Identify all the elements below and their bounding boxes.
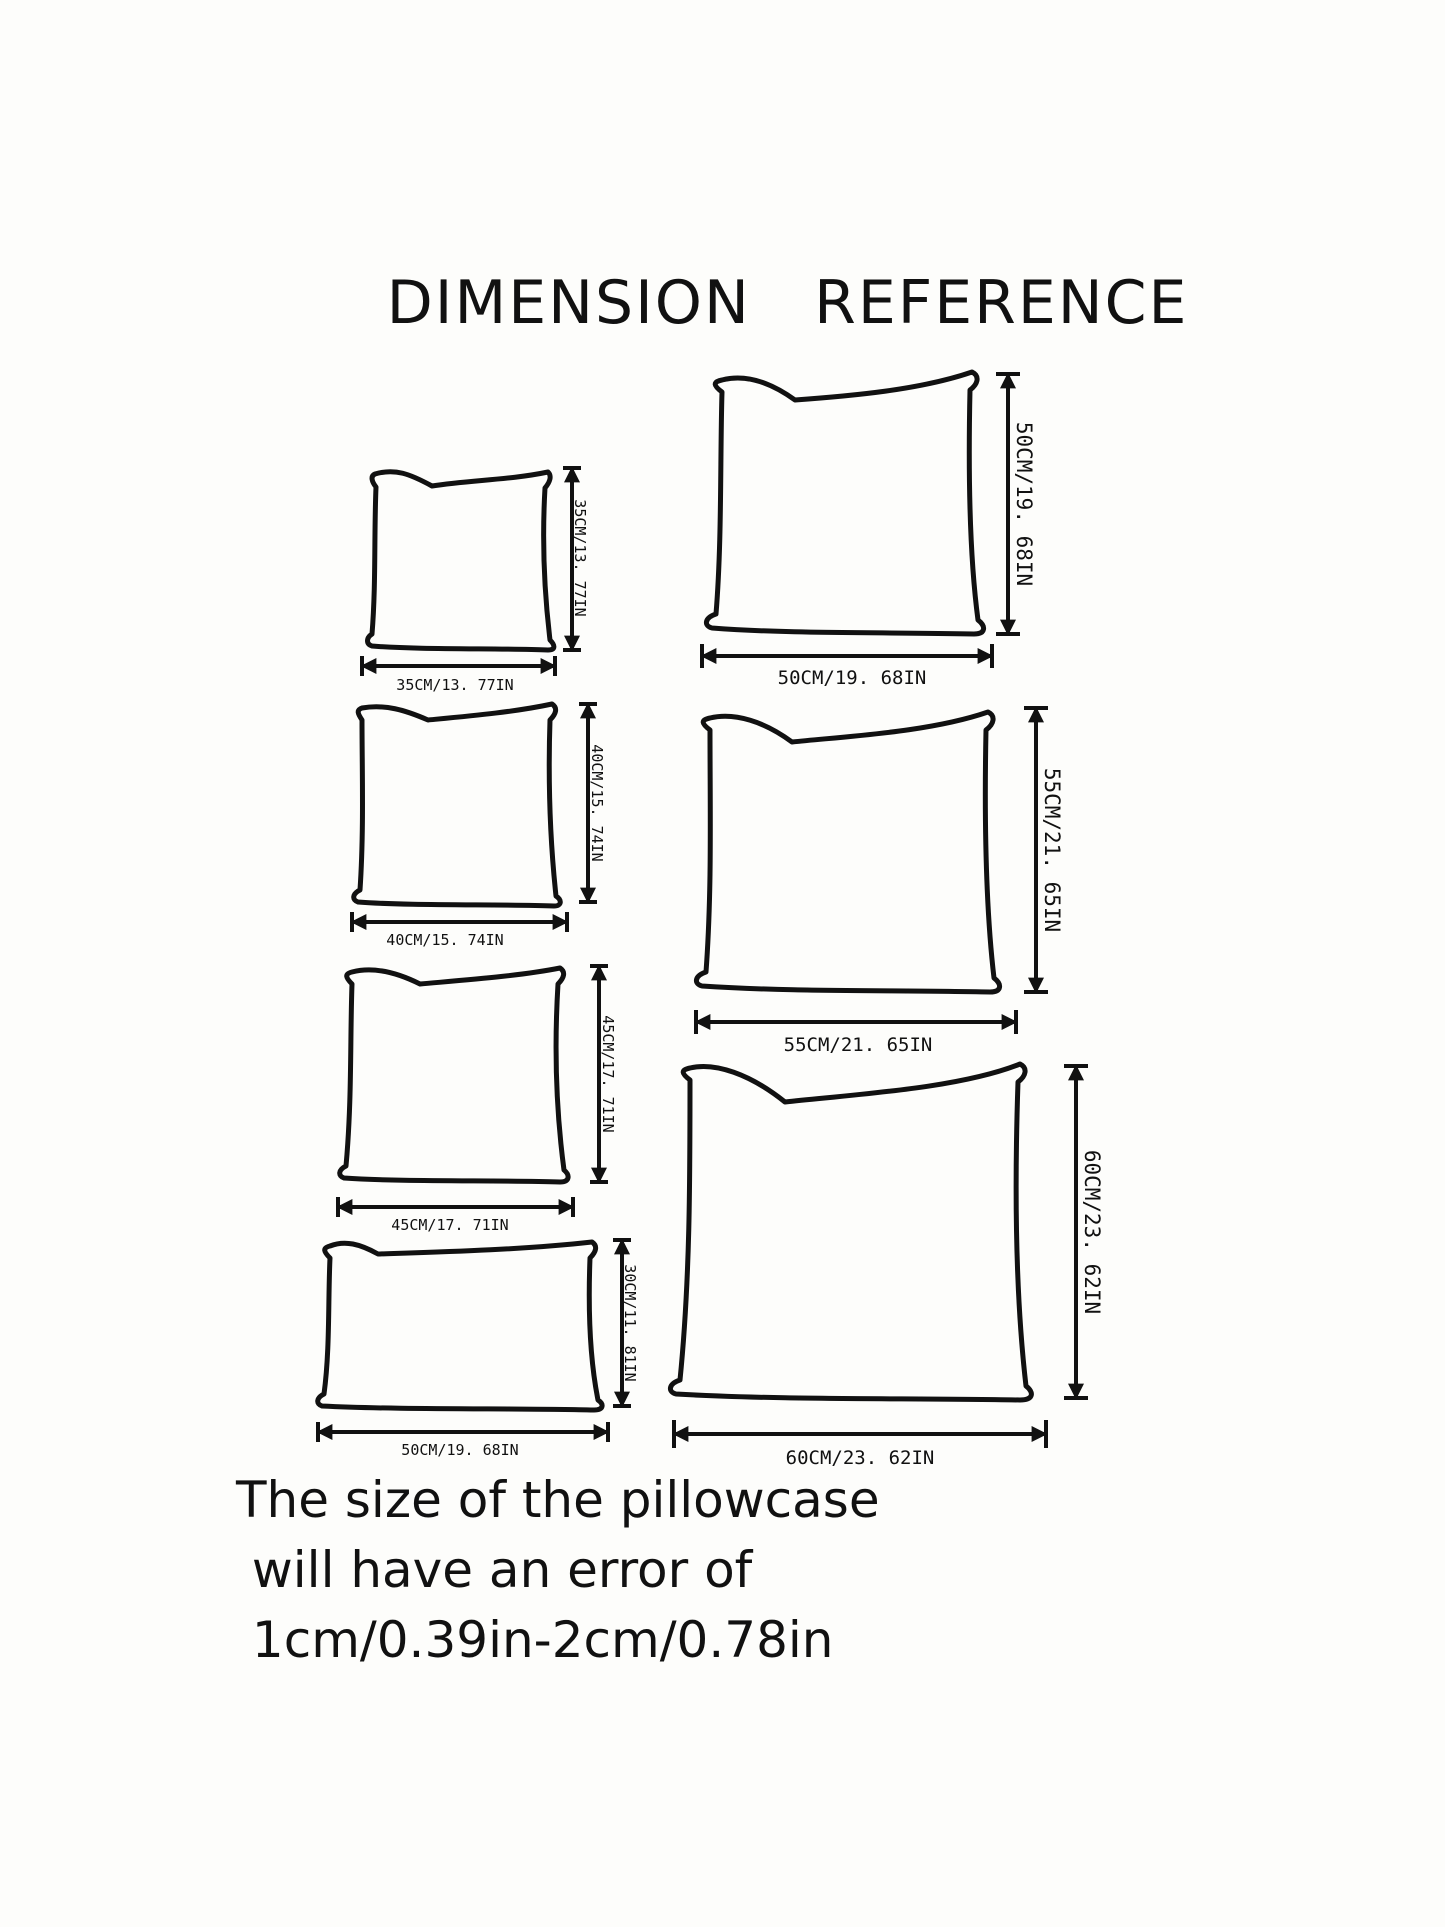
width-dimension-line (694, 1010, 1018, 1034)
height-dimension-line (1024, 706, 1048, 994)
pillow-60cm: 60CM/23. 62IN 60CM/23. 62IN (668, 1061, 1104, 1469)
pillow-50x30cm: 30CM/11. 81IN 50CM/19. 68IN (315, 1238, 639, 1459)
width-dimension-line (360, 656, 557, 676)
width-label: 60CM/23. 62IN (786, 1447, 935, 1469)
pillow-45cm: 45CM/17. 71IN 45CM/17. 71IN (336, 964, 617, 1234)
height-label: 55CM/21. 65IN (1040, 768, 1064, 932)
width-label: 50CM/19. 68IN (401, 1441, 518, 1459)
width-dimension-line (672, 1420, 1048, 1448)
pillow-outline (668, 1061, 1034, 1403)
size-error-note: The size of the pillowcase will have an … (236, 1465, 880, 1675)
width-label: 40CM/15. 74IN (386, 931, 503, 949)
pillow-55cm: 55CM/21. 65IN 55CM/21. 65IN (694, 706, 1064, 1056)
height-dimension-line (996, 372, 1020, 636)
width-dimension-line (316, 1422, 610, 1442)
width-dimension-line (700, 644, 994, 668)
pillow-outline (704, 369, 986, 637)
pillow-50cm: 50CM/19. 68IN 50CM/19. 68IN (700, 369, 1036, 689)
width-label: 45CM/17. 71IN (391, 1216, 508, 1234)
height-label: 30CM/11. 81IN (621, 1264, 639, 1381)
height-dimension-line (613, 1238, 631, 1408)
width-label: 50CM/19. 68IN (778, 667, 927, 689)
width-dimension-line (350, 912, 569, 932)
height-dimension-line (590, 964, 608, 1184)
height-dimension-line (579, 702, 597, 904)
pillow-40cm: 40CM/15. 74IN 40CM/15. 74IN (350, 701, 606, 949)
pillow-outline (365, 469, 557, 653)
note-line: 1cm/0.39in-2cm/0.78in (236, 1611, 834, 1669)
note-line: will have an error of (236, 1541, 753, 1599)
height-label: 40CM/15. 74IN (588, 744, 606, 861)
pillow-outline (351, 701, 563, 909)
diagram-title: DIMENSION REFERENCE (386, 268, 1189, 338)
height-label: 35CM/13. 77IN (571, 499, 589, 616)
height-label: 45CM/17. 71IN (599, 1015, 617, 1132)
height-label: 60CM/23. 62IN (1080, 1150, 1104, 1314)
width-dimension-line (336, 1197, 575, 1217)
height-dimension-line (1064, 1064, 1088, 1400)
note-line: The size of the pillowcase (236, 1471, 880, 1529)
width-label: 35CM/13. 77IN (396, 676, 513, 694)
width-label: 55CM/21. 65IN (784, 1034, 933, 1056)
height-dimension-line (563, 466, 581, 652)
pillow-outline (315, 1239, 605, 1413)
pillow-outline (694, 709, 1002, 995)
pillow-outline (337, 965, 571, 1185)
height-label: 50CM/19. 68IN (1012, 422, 1036, 586)
pillow-35cm: 35CM/13. 77IN 35CM/13. 77IN (360, 466, 589, 694)
